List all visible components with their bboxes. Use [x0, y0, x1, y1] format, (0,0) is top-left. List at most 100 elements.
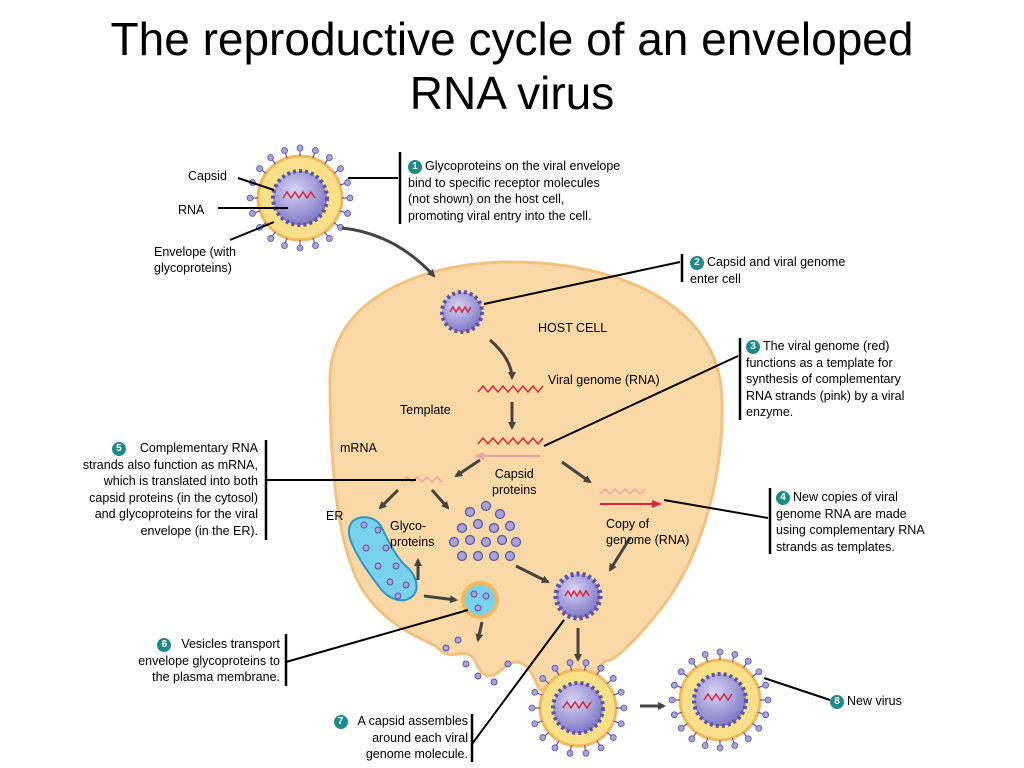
glycoprotein-spike [337, 165, 344, 173]
step-6-line-2: envelope glycoproteins to [138, 653, 280, 668]
glycoprotein-spike [256, 165, 263, 173]
glycoprotein-spike [551, 744, 559, 752]
leader-lines [218, 177, 831, 745]
arrow-to-capsid-proteins [430, 489, 450, 510]
step-3-marker: 3 [746, 340, 760, 354]
glycoprotein-spike [325, 235, 333, 242]
glycoprotein-spike [344, 179, 351, 186]
label-capsid: Capsid [188, 169, 227, 183]
arrow-to-er [378, 488, 400, 510]
step-3-line-4: RNA strands (pink) by a viral [746, 388, 905, 403]
label-glycoproteins-line-2: proteins [390, 535, 435, 549]
vesicle-glycoprotein-marks [470, 590, 490, 612]
arrow-to-mrna [454, 458, 481, 478]
title-line-1: The reproductive cycle of an enveloped [110, 13, 914, 65]
viral-genome-strand [477, 384, 544, 394]
label-mrna: mRNA [340, 441, 377, 455]
glycoprotein-spike [744, 735, 752, 743]
step-3-line-1: The viral genome (red) [763, 339, 890, 353]
glycoprotein-spike [670, 681, 678, 689]
diagram-title: The reproductive cycle of an enveloped R… [0, 12, 1024, 120]
label-rna: RNA [178, 203, 205, 217]
glycoprotein-spike [566, 749, 574, 757]
er-glycoprotein-marks [360, 521, 410, 600]
step-7-marker: 7 [333, 715, 348, 729]
step-8-line-1: New virus [847, 694, 902, 708]
label-envelope: Envelope (with glycoproteins) [154, 244, 236, 276]
arrow-uncoating [489, 338, 516, 380]
step-7-line-3: genome molecule. [365, 747, 468, 761]
glycoprotein-spike [688, 657, 696, 665]
label-glycoproteins: Glyco- proteins [390, 518, 434, 550]
glycoprotein-spike [566, 659, 574, 667]
step-5-line-6: envelope (in the ER). [140, 523, 258, 538]
arrow-vesicle-to-membrane [475, 621, 484, 642]
arrow-to-copy [561, 460, 592, 484]
step-6-marker: 6 [157, 638, 172, 652]
label-template: Template [400, 403, 451, 417]
step-3-line-3: synthesis of complementary [746, 372, 901, 386]
capsid-proteins-cluster [448, 500, 522, 562]
glycoprotein-spike [249, 210, 256, 217]
endoplasmic-reticulum [348, 516, 418, 602]
glycoprotein-spike [597, 744, 605, 752]
step-6-line-3: the plasma membrane. [152, 670, 280, 684]
label-host-cell: HOST CELL [538, 321, 608, 335]
label-envelope-line-2: glycoproteins) [154, 261, 232, 275]
glycoprotein-spike [296, 244, 304, 252]
glycoprotein-spike [528, 704, 536, 712]
label-glycoproteins-line-1: Glyco- [390, 519, 427, 533]
infecting-virus [256, 154, 344, 242]
glycoprotein-spike [246, 194, 254, 202]
label-envelope-line-1: Envelope (with [154, 245, 236, 259]
callout-brackets [264, 152, 772, 762]
glycoprotein-spike [668, 696, 676, 704]
glycoprotein-spike [688, 735, 696, 743]
glycoprotein-spike [617, 688, 625, 696]
label-copy-line-2: genome (RNA) [606, 533, 690, 547]
step-3-line-5: enzyme. [746, 405, 794, 419]
step-5-marker: 5 [111, 442, 126, 456]
glycoprotein-spike [701, 650, 709, 658]
step-5-line-5: and glycoproteins for the viral [94, 507, 258, 521]
glycoprotein-spike [267, 235, 275, 242]
glycoprotein-spike [716, 744, 724, 752]
glycoprotein-spike [312, 242, 319, 249]
step-5-line-1: Complementary RNA [139, 441, 258, 455]
glycoprotein-spike [346, 194, 354, 202]
capsid-in-cell [440, 290, 484, 334]
glycoprotein-spike [531, 720, 539, 728]
glycoprotein-spike [312, 147, 319, 154]
label-capsid-proteins: Capsid proteins [492, 466, 536, 498]
membrane-glycoproteins [442, 636, 512, 686]
glycoprotein-spike [744, 657, 752, 665]
step-1-marker: 1 [408, 160, 422, 174]
arrow-entry [341, 226, 436, 278]
glycoprotein-spike [281, 242, 288, 249]
glycoprotein-spike [755, 668, 763, 676]
glycoprotein-spike [551, 664, 559, 672]
label-capsid-proteins-line-1: Capsid [494, 467, 534, 481]
glycoprotein-spike [701, 742, 709, 750]
glycoprotein-spike [731, 650, 739, 658]
glycoprotein-spike [731, 742, 739, 750]
glycoprotein-spike [281, 147, 288, 154]
step-4-line-2: genome RNA are made [776, 506, 907, 521]
glycoprotein-spike [677, 668, 685, 676]
step-5-line-2: strands also function as mRNA, [82, 457, 258, 472]
glycoprotein-spike [597, 664, 605, 672]
step-3-line-2: functions as a template for [746, 355, 893, 370]
glycoprotein-spike [296, 144, 304, 152]
glycoprotein-spike [539, 734, 547, 741]
arrow-to-assembly-b [608, 537, 632, 572]
step-4-marker: 4 [776, 491, 790, 505]
label-viral-genome: Viral genome (RNA) [548, 373, 660, 387]
assembled-capsid [553, 571, 603, 621]
